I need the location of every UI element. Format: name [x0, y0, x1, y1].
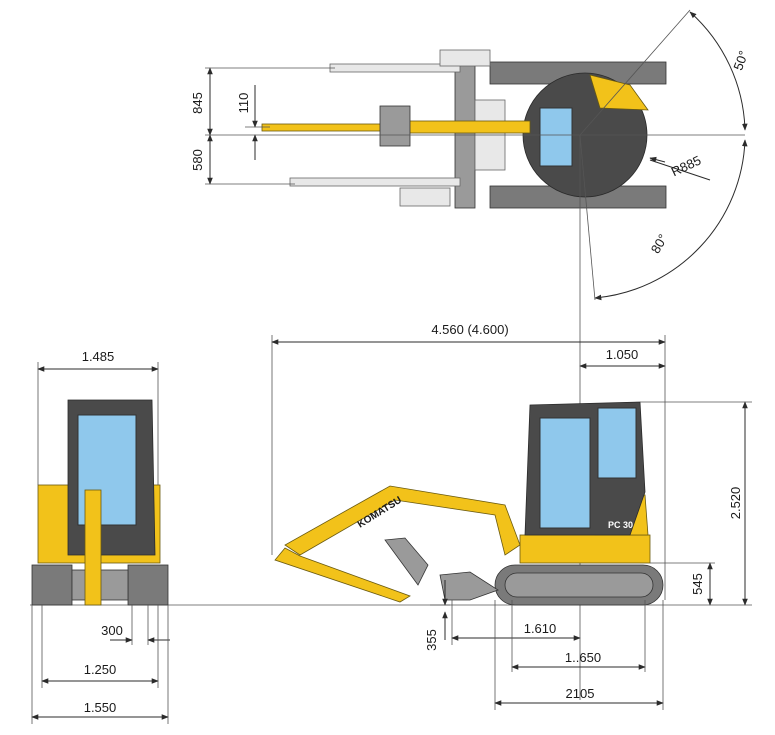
label-cab-width: 1.485	[82, 349, 115, 364]
label-angle-50: 50°	[730, 49, 751, 73]
label-tumbler-distance: 1.610	[524, 621, 557, 636]
radius-arrow	[649, 156, 666, 163]
label-110: 110	[236, 93, 251, 114]
side-upper-body	[519, 534, 651, 564]
top-bucket-center	[379, 105, 411, 147]
label-overall-length: 4.560 (4.600)	[431, 322, 508, 337]
front-track-right	[127, 564, 169, 606]
front-track-left	[31, 564, 73, 606]
swing-line-right	[579, 9, 691, 136]
swing-line-left	[579, 134, 596, 301]
arc-80	[594, 139, 748, 301]
label-shoe-width: 300	[101, 623, 123, 638]
side-arm	[274, 547, 411, 603]
label-height: 2.520	[728, 487, 743, 520]
label-radius: R885	[669, 153, 704, 180]
label-ground-clearance: 545	[690, 573, 705, 595]
label-overall-width: 1.550	[84, 700, 117, 715]
top-cab-roof-window	[539, 107, 573, 167]
top-view: 845 580 110 50° 80° R885	[190, 9, 751, 301]
radius-leader	[649, 159, 711, 181]
side-dozer-blade	[439, 571, 499, 601]
front-boom	[84, 489, 102, 606]
top-arm-offset-lower	[289, 177, 461, 187]
side-cab-window-rear	[597, 407, 637, 479]
side-cab-window-front	[539, 417, 591, 529]
arc-50	[689, 11, 748, 131]
label-angle-80: 80°	[648, 231, 671, 256]
side-view: KOMATSU PC 30 4.560 (4.	[170, 322, 752, 710]
side-boom	[284, 485, 521, 556]
top-bucket-offset-upper	[439, 49, 491, 67]
side-track-frame	[504, 572, 654, 598]
label-track-overall: 2105	[566, 686, 595, 701]
label-track-gauge: 1.250	[84, 662, 117, 677]
top-bucket-offset-lower	[399, 187, 451, 207]
front-view: 1.485 300 1.250 1.550	[30, 349, 170, 724]
side-model-badge: PC 30	[608, 520, 633, 530]
label-track-length: 1..650	[565, 650, 601, 665]
side-bucket	[384, 537, 429, 586]
label-845: 845	[190, 92, 205, 114]
label-580: 580	[190, 149, 205, 171]
top-engine-cover	[589, 74, 649, 111]
label-blade-depth: 355	[424, 629, 439, 651]
top-boom-center	[394, 120, 531, 134]
label-tail-swing: 1.050	[606, 347, 639, 362]
